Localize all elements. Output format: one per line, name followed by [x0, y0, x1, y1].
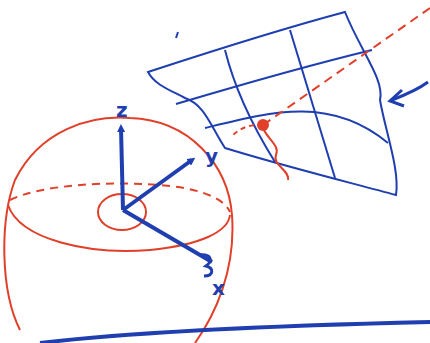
- view-arrowhead: [390, 90, 404, 106]
- axis-label: x: [212, 278, 225, 298]
- grid-line: [205, 111, 388, 143]
- x-axis: [123, 210, 212, 262]
- point: [257, 119, 269, 131]
- axis-label: y: [205, 146, 218, 166]
- grid-line: [225, 50, 275, 162]
- equator-front: [8, 205, 230, 251]
- y-axis: [123, 160, 192, 210]
- x-arrow-squiggle: [200, 255, 212, 276]
- sphere-outline: [4, 118, 232, 343]
- tick: [176, 32, 178, 38]
- projection-squiggle: [263, 128, 288, 180]
- grid-line: [176, 50, 372, 104]
- z-axis: [121, 128, 123, 210]
- axis-label: z: [116, 100, 128, 120]
- equator-back: [10, 184, 230, 212]
- view-arrow: [392, 82, 428, 100]
- grid-plane: [148, 12, 397, 195]
- ray: [263, 8, 430, 125]
- ground-line: [40, 322, 430, 343]
- grid-line: [290, 30, 335, 178]
